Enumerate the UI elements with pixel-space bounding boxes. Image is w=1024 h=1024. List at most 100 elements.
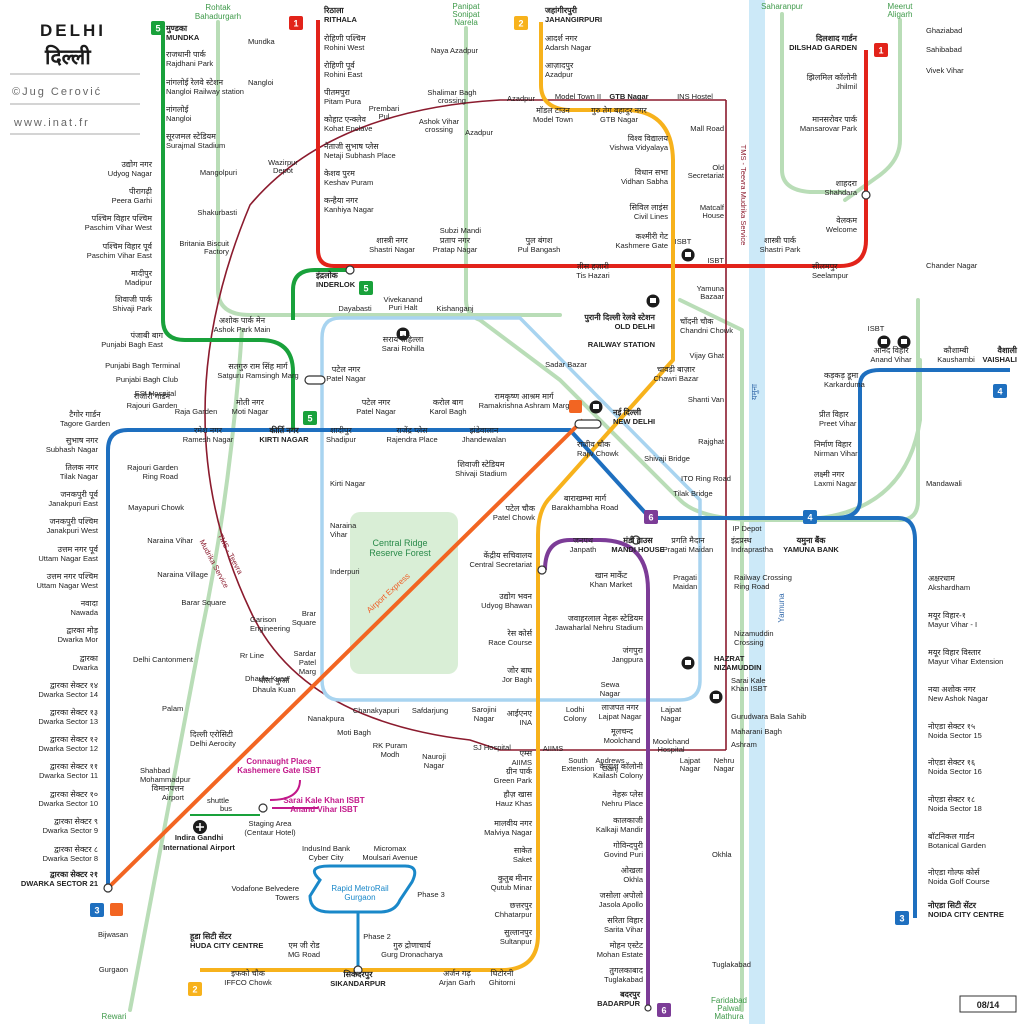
station[interactable]: IP Depot [732, 524, 762, 533]
station[interactable]: Vivekanand [383, 295, 422, 304]
station[interactable]: Cyber City [308, 853, 343, 862]
station[interactable]: RK Puram [373, 741, 408, 750]
station[interactable]: Vijay Ghat [690, 351, 725, 360]
station[interactable]: Inderpuri [330, 567, 360, 576]
station[interactable]: Square [292, 618, 316, 627]
station[interactable]: Maidan [673, 582, 698, 591]
station[interactable]: Nangloi [248, 78, 274, 87]
station[interactable]: Dhaula Kuan [245, 674, 288, 683]
station[interactable]: Lajpat [680, 756, 701, 765]
station[interactable]: Sewa [601, 680, 621, 689]
station[interactable]: Tilak Bridge [673, 489, 712, 498]
station[interactable]: Sarojini [471, 705, 496, 714]
station[interactable]: Nagar [661, 714, 682, 723]
station[interactable]: Marg [299, 667, 316, 676]
station[interactable]: Lodhi [566, 705, 585, 714]
station[interactable]: Engineering [250, 624, 290, 633]
station[interactable]: Ring Road [143, 472, 178, 481]
station[interactable]: International Airport [163, 843, 235, 852]
station[interactable]: Crossing [734, 638, 764, 647]
station[interactable]: Towers [275, 893, 299, 902]
station[interactable]: Okhla [712, 850, 732, 859]
station[interactable]: मुण्डकाMUNDKA [165, 24, 200, 42]
station[interactable]: Matcalf [700, 203, 725, 212]
station[interactable]: Factory [204, 247, 229, 256]
station[interactable]: Shalimar Bagh [427, 88, 476, 97]
station[interactable]: Gurgaon [99, 965, 128, 974]
station[interactable]: Wazirpur [268, 158, 298, 167]
station[interactable]: Bazaar [700, 292, 724, 301]
station[interactable]: अर्जन गढ़Arjan Garh [439, 968, 475, 987]
station[interactable]: HAZRAT [714, 654, 745, 663]
station[interactable]: Extension [562, 764, 595, 773]
station[interactable]: IndusInd Bank [302, 844, 350, 853]
station[interactable]: Mall Road [690, 124, 724, 133]
station[interactable]: धौला कुआँDhaula Kuan [252, 675, 295, 694]
station[interactable]: Nagar [424, 761, 445, 770]
station[interactable]: Chander Nagar [926, 261, 978, 270]
station[interactable]: Moti Bagh [337, 728, 371, 737]
station[interactable]: Secretariat [688, 171, 725, 180]
station[interactable]: Indira Gandhi [175, 833, 223, 842]
station[interactable]: AIIMS [543, 744, 563, 753]
station[interactable]: South [568, 756, 588, 765]
station[interactable]: Gurudwara Bala Sahib [731, 712, 806, 721]
station[interactable]: शाहदराShahdara [824, 179, 857, 197]
station[interactable]: Nanakpura [308, 714, 346, 723]
station[interactable]: Lajpat [661, 705, 682, 714]
station[interactable]: Naraina Village [157, 570, 208, 579]
station[interactable]: Vivek Vihar [926, 66, 964, 75]
station[interactable]: Rajghat [698, 437, 725, 446]
station[interactable]: Ashok Vihar [419, 117, 460, 126]
station[interactable]: Puri Halt [389, 303, 419, 312]
station[interactable]: रिठालाRITHALA [323, 5, 357, 24]
station[interactable]: Shanti Van [688, 395, 724, 404]
station[interactable]: Bijwasan [98, 930, 128, 939]
station[interactable]: Naraina [330, 521, 357, 530]
station[interactable]: Punjabi Bagh Terminal [105, 361, 180, 370]
station[interactable]: Raja Garden [175, 407, 218, 416]
station[interactable]: Vihar [330, 530, 348, 539]
station[interactable]: Pragati [673, 573, 697, 582]
station[interactable]: crossing [438, 96, 466, 105]
station[interactable]: Sarai Kale [731, 676, 766, 685]
